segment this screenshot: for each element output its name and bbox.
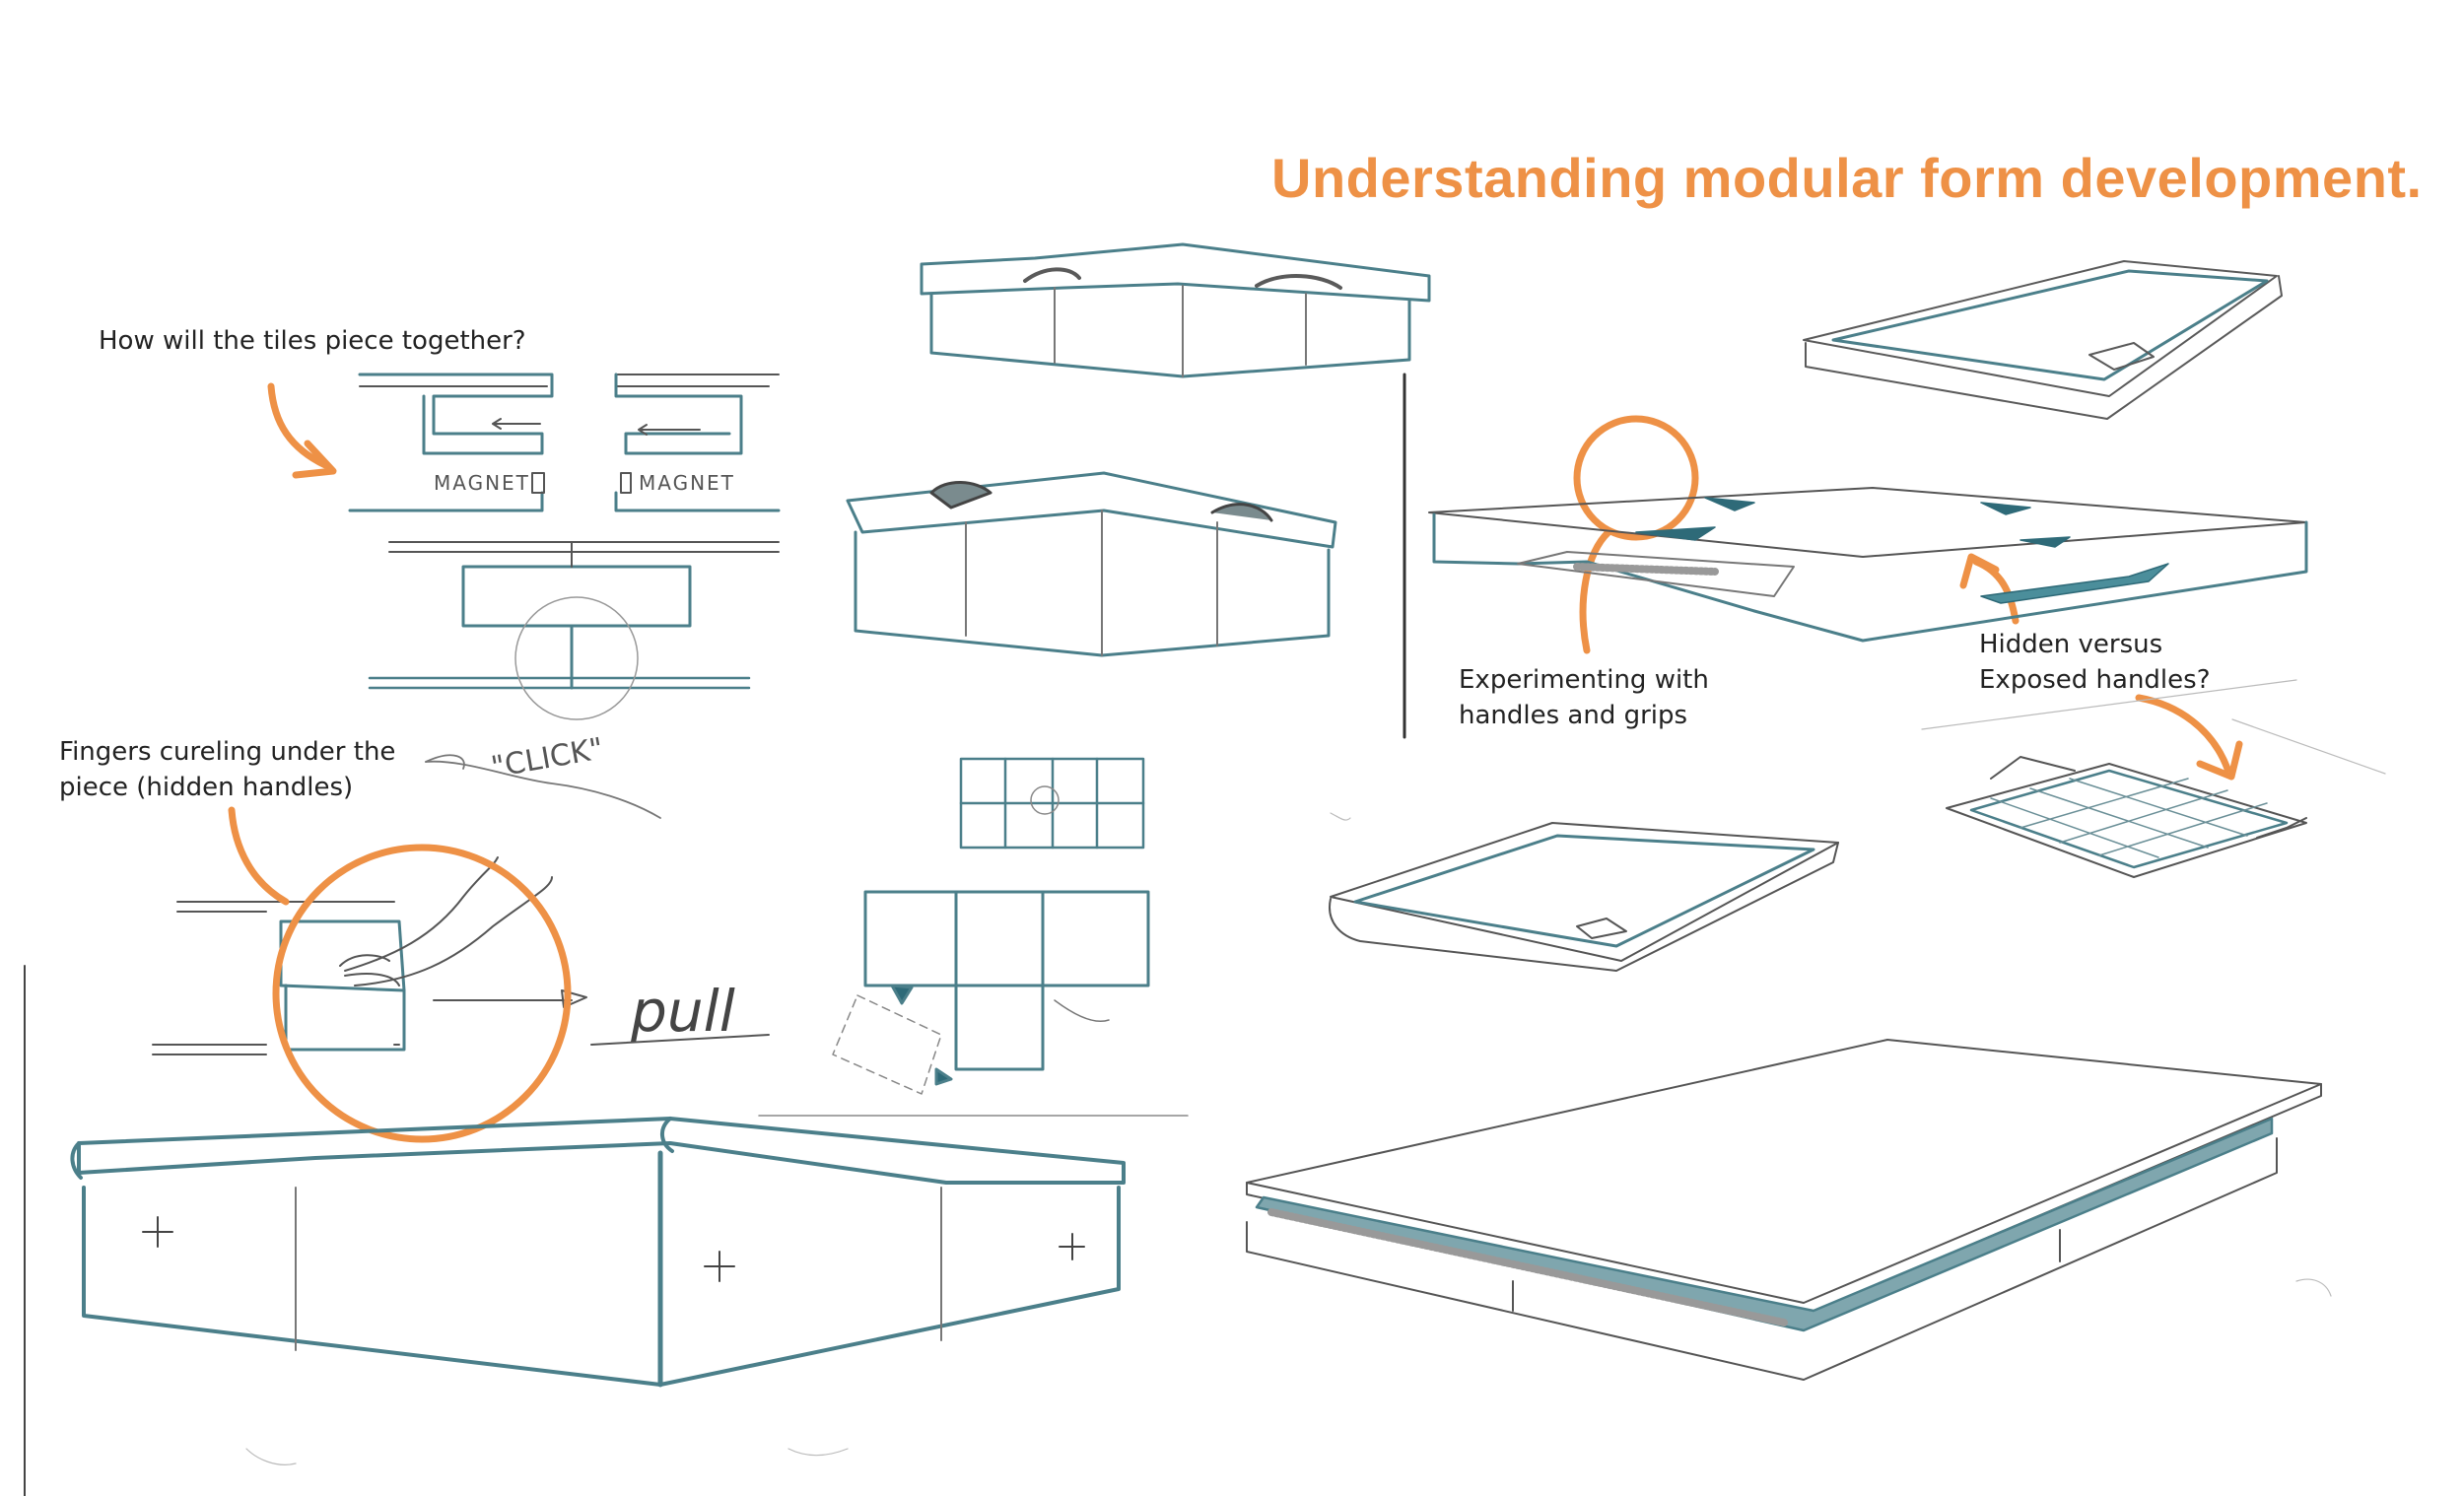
tray-sketch-top-right: [1804, 261, 2282, 419]
stacked-tile-sketch: [1247, 1040, 2321, 1380]
orange-circle-grip: [1577, 419, 1695, 537]
grid-sketch-small: [961, 759, 1143, 848]
joinery-diagram: [350, 374, 779, 719]
construction-scribbles: [246, 680, 2385, 1464]
tray-sketch-hatched: [1947, 757, 2306, 877]
grid-sketch-large: [833, 892, 1148, 1094]
orange-annotations: [232, 386, 2239, 1139]
tray-sketch-lower: [1330, 823, 1838, 971]
large-box-sketch: [72, 1119, 1124, 1385]
box-sketch-middle: [848, 473, 1335, 655]
arrow-exposed: [2139, 698, 2227, 769]
arrow-grip-line: [1583, 532, 1608, 650]
arrow-fingers: [232, 810, 286, 902]
orange-circle-hand: [276, 848, 568, 1139]
box-sketch-top: [922, 244, 1429, 376]
pull-sketch: [153, 755, 769, 1054]
tray-sketch-flat: [1429, 488, 2306, 641]
